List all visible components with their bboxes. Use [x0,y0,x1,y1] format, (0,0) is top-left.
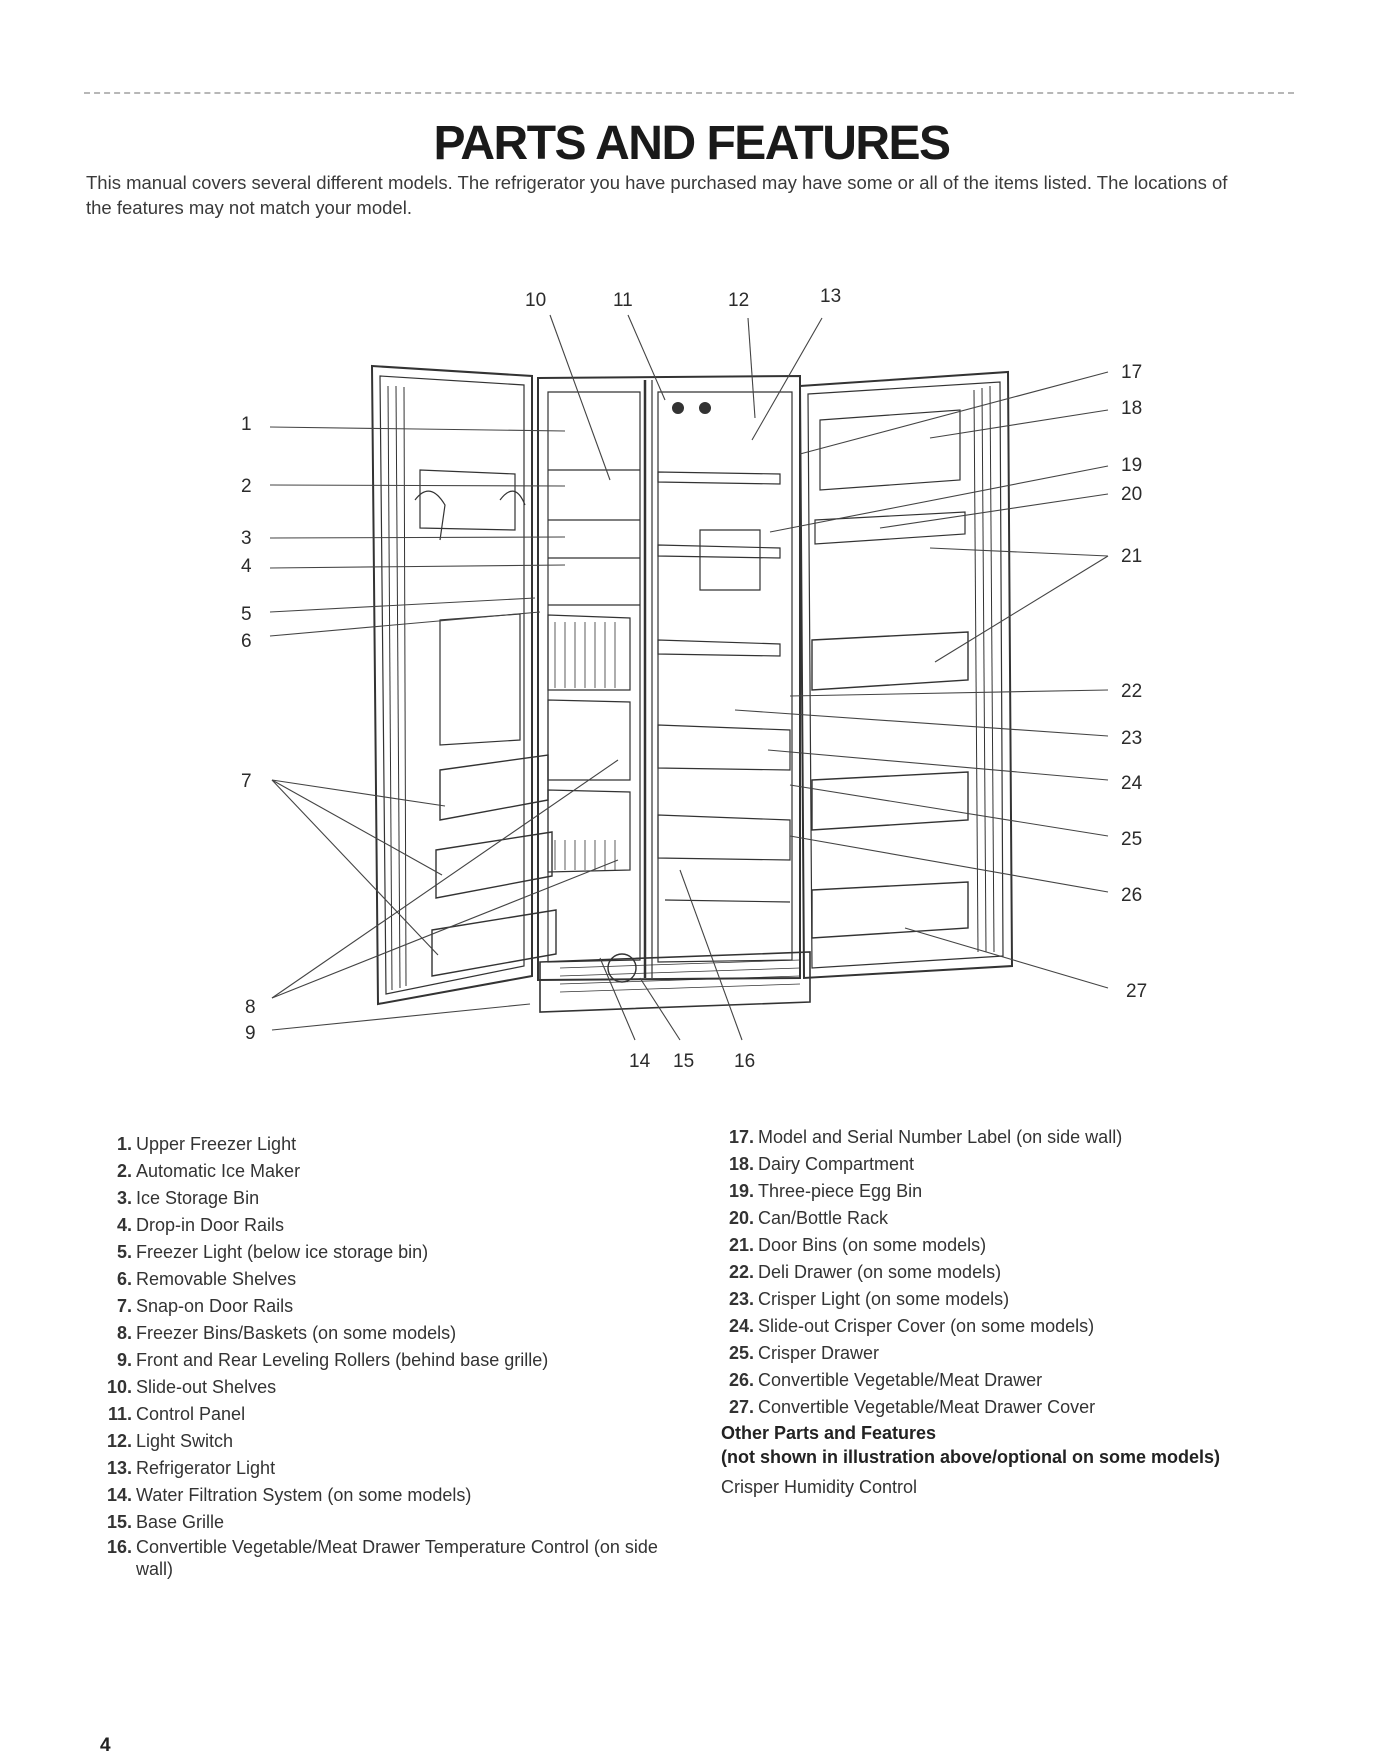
callout-25: 25 [1121,829,1142,850]
part-item-23: 23.Crisper Light (on some models) [728,1289,1010,1309]
callout-22: 22 [1121,681,1142,702]
part-item-20: 20.Can/Bottle Rack [728,1208,889,1228]
callout-1: 1 [241,414,252,435]
callout-21: 21 [1121,546,1142,567]
part-item-2: 2.Automatic Ice Maker [116,1161,301,1181]
callout-26: 26 [1121,885,1142,906]
part-item-19: 19.Three-piece Egg Bin [728,1181,923,1201]
part-item-18: 18.Dairy Compartment [728,1154,915,1174]
other-features-heading: Other Parts and Features [721,1423,937,1443]
part-item-15: 15.Base Grille [106,1512,225,1532]
part-item-12: 12.Light Switch [106,1431,234,1451]
part-item-5: 5.Freezer Light (below ice storage bin) [116,1242,429,1262]
leader-lines [269,314,1109,1041]
callout-18: 18 [1121,398,1142,419]
callout-17: 17 [1121,362,1142,383]
part-item-17: 17.Model and Serial Number Label (on sid… [728,1127,1123,1147]
callout-6: 6 [241,631,252,652]
part-item-8: 8.Freezer Bins/Baskets (on some models) [116,1323,457,1343]
part-item-4: 4.Drop-in Door Rails [116,1215,285,1235]
part-item-24: 24.Slide-out Crisper Cover (on some mode… [728,1316,1095,1336]
part-item-26: 26.Convertible Vegetable/Meat Drawer [728,1370,1043,1390]
callout-24: 24 [1121,773,1143,794]
other-feature-item: Crisper Humidity Control [721,1477,918,1497]
cabinet [537,374,811,1013]
intro-paragraph: This manual covers several different mod… [86,172,1228,218]
callout-27: 27 [1126,981,1147,1002]
refrigerator-diagram: 1 2 3 4 5 6 7 8 9 10 11 12 13 14 15 16 1… [241,286,1147,1072]
part-item-6: 6.Removable Shelves [116,1269,297,1289]
page-number: 4 [100,1735,111,1756]
callout-20: 20 [1121,484,1142,505]
callout-12: 12 [728,290,749,311]
part-item-1: 1.Upper Freezer Light [116,1134,297,1154]
part-item-25: 25.Crisper Drawer [728,1343,880,1363]
callout-14: 14 [629,1051,651,1072]
part-item-27: 27.Convertible Vegetable/Meat Drawer Cov… [728,1397,1096,1417]
refrigerator-door [798,370,1014,980]
page-title: PARTS AND FEATURES [433,117,951,170]
callout-11: 11 [613,290,633,311]
freezer-door [370,364,557,1006]
callout-8: 8 [245,997,256,1018]
callout-19: 19 [1121,455,1142,476]
callout-7: 7 [241,771,252,792]
callout-9: 9 [245,1023,256,1044]
part-item-22: 22.Deli Drawer (on some models) [728,1262,1002,1282]
parts-list-left: 1.Upper Freezer Light 2.Automatic Ice Ma… [98,1131,698,1580]
callout-2: 2 [241,476,252,497]
callout-5: 5 [241,604,252,625]
callout-15: 15 [673,1051,694,1072]
part-item-13: 13.Refrigerator Light [106,1458,276,1478]
part-item-16: 16.Convertible Vegetable/Meat Drawer Tem… [106,1537,658,1579]
callout-13: 13 [820,286,841,307]
part-item-14: 14.Water Filtration System (on some mode… [106,1485,472,1505]
part-item-7: 7.Snap-on Door Rails [116,1296,294,1316]
callout-23: 23 [1121,728,1142,749]
callout-3: 3 [241,528,252,549]
parts-list-right: 17.Model and Serial Number Label (on sid… [720,1124,1280,1421]
part-item-10: 10.Slide-out Shelves [106,1377,277,1397]
callout-4: 4 [241,556,252,577]
callout-labels: 1 2 3 4 5 6 7 8 9 10 11 12 13 14 15 16 1… [241,286,1147,1072]
top-decorative-rule [84,92,1294,94]
other-features-subheading: (not shown in illustration above/optiona… [721,1447,1221,1467]
part-item-9: 9.Front and Rear Leveling Rollers (behin… [116,1350,549,1370]
callout-10: 10 [525,290,546,311]
part-item-11: 11.Control Panel [107,1404,246,1424]
part-item-3: 3.Ice Storage Bin [116,1188,260,1208]
callout-16: 16 [734,1051,755,1072]
part-item-21: 21.Door Bins (on some models) [728,1235,987,1255]
